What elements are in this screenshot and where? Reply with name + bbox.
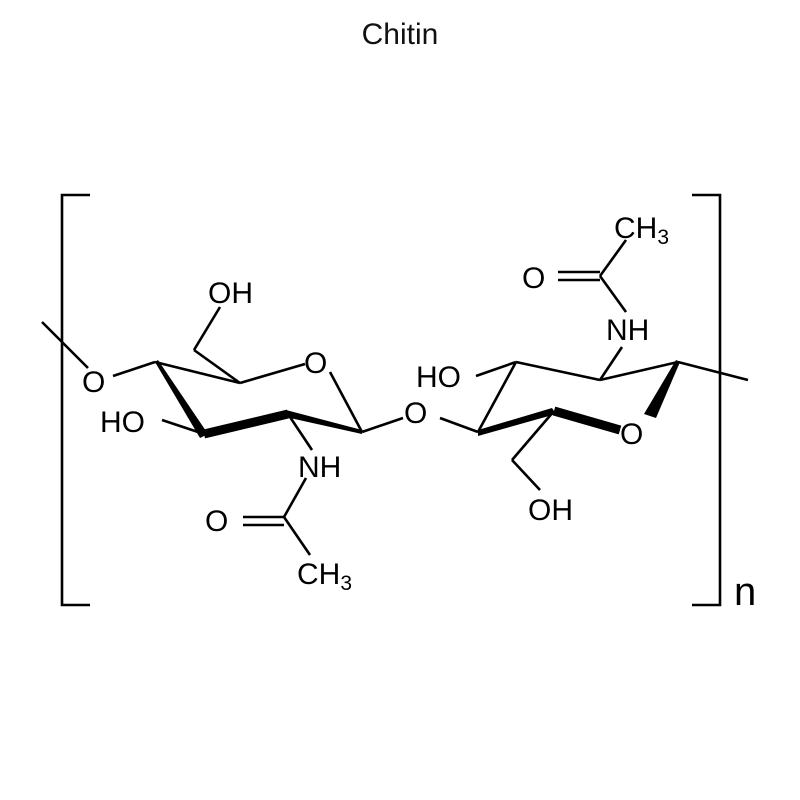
- right-hydroxymethyl-oh-label: OH: [528, 494, 573, 527]
- left-hydroxymethyl-oh-label: OH: [208, 277, 253, 310]
- left-methyl-label: CH3: [297, 558, 352, 595]
- left-ring-oxygen-label: O: [304, 347, 327, 380]
- right-carbonyl-oxygen-label: O: [522, 262, 545, 295]
- left-amide-nh-label: NH: [298, 451, 341, 484]
- repeat-count-n: n: [734, 570, 756, 614]
- right-ring: [439, 239, 749, 491]
- right-hydroxyl-ho-label: HO: [416, 361, 461, 394]
- right-bracket: [692, 193, 722, 607]
- glycosidic-oxygen-label: O: [404, 397, 427, 430]
- left-carbonyl-oxygen-label: O: [205, 505, 228, 538]
- left-bracket: [60, 193, 90, 607]
- right-ring-oxygen-label: O: [620, 418, 643, 451]
- right-amide-nh-label: NH: [606, 314, 649, 347]
- left-link-oxygen-label: O: [82, 366, 105, 399]
- left-hydroxyl-ho-label: HO: [100, 406, 145, 439]
- left-ring: [41, 306, 404, 556]
- diagram-title: Chitin: [361, 18, 439, 51]
- right-methyl-label: CH3: [614, 212, 669, 249]
